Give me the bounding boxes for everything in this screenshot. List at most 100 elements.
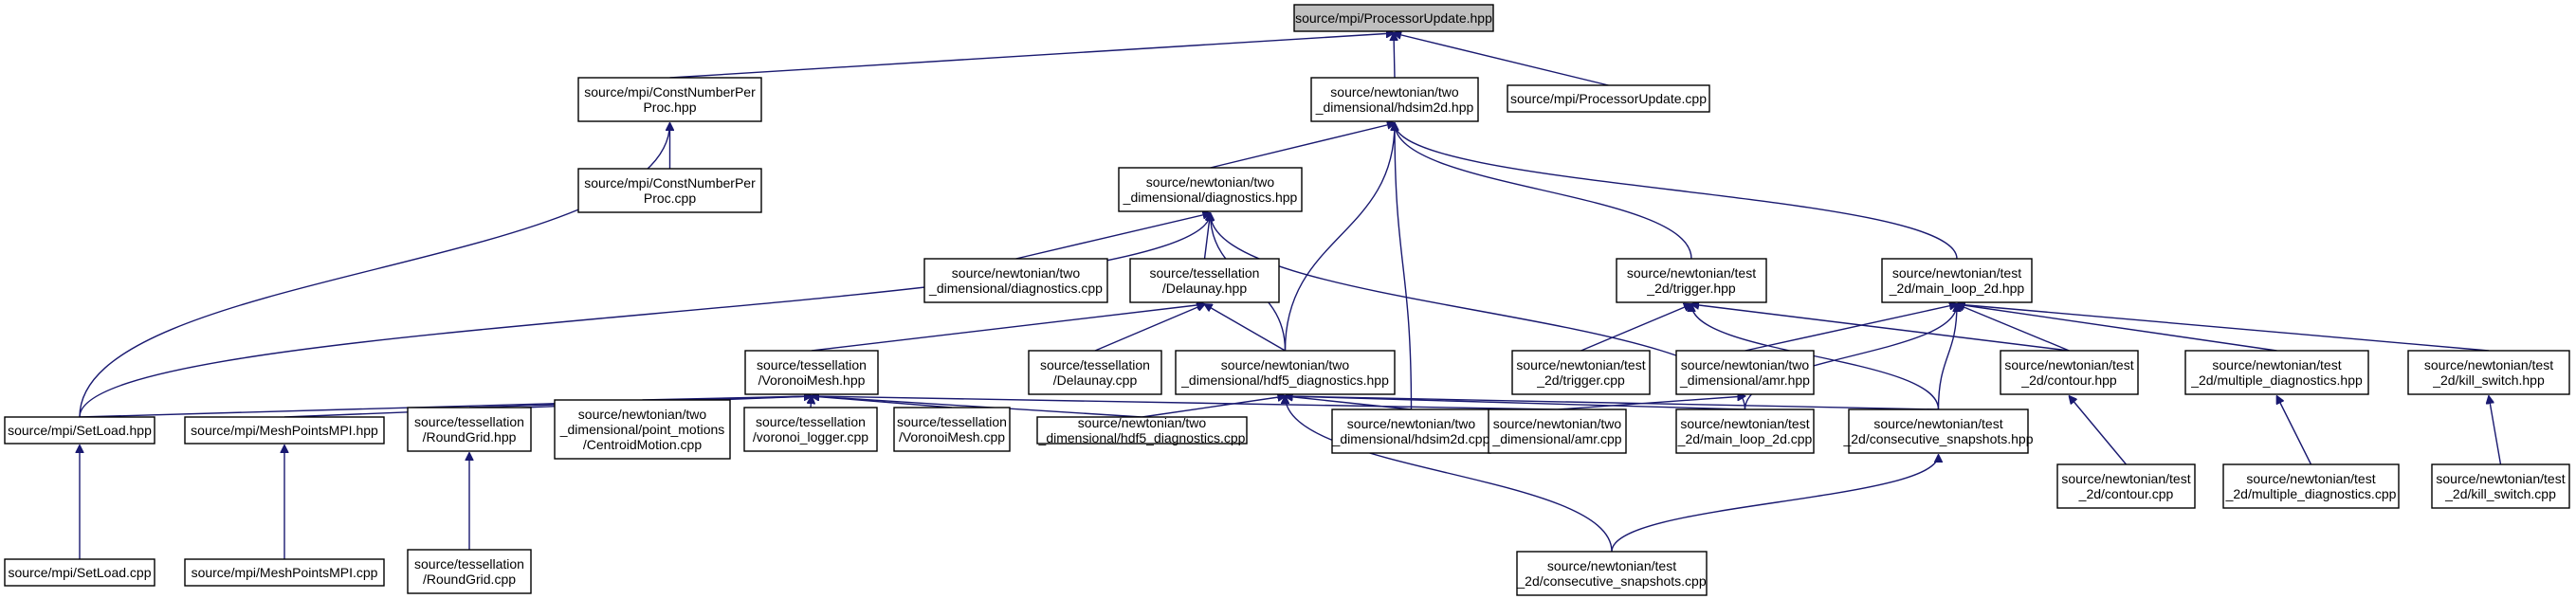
edge-n28-to-n12 (1286, 396, 1939, 410)
node-label-line: source/newtonian/test (2212, 357, 2341, 372)
node-source-mpi-processorupdate-hpp[interactable]: source/mpi/ProcessorUpdate.hpp (1293, 4, 1494, 32)
node-label-line: /RoundGrid.hpp (423, 429, 517, 445)
node-source-newtonian-test-2d-consecutive-snapshots-hpp[interactable]: source/newtonian/test_2d/consecutive_sna… (1842, 408, 2034, 454)
node-label-line: source/newtonian/two (1221, 357, 1350, 372)
node-label-line: _2d/contour.hpp (2020, 372, 2117, 388)
node-label-line: _dimensional/point_motions (559, 422, 725, 437)
node-label-line: source/mpi/SetLoad.cpp (9, 565, 152, 580)
node-label-line: source/newtonian/test (2061, 471, 2190, 486)
node-label-line: _dimensional/diagnostics.cpp (928, 281, 1103, 296)
node-source-newtonian-two-dimensional-diagnostics-hpp[interactable]: source/newtonian/two_dimensional/diagnos… (1118, 167, 1303, 212)
node-source-newtonian-test-2d-trigger-hpp[interactable]: source/newtonian/test_2d/trigger.hpp (1616, 258, 1767, 303)
node-source-newtonian-two-dimensional-diagnostics-cpp[interactable]: source/newtonian/two_dimensional/diagnos… (923, 258, 1108, 303)
node-source-tessellation-delaunay-hpp[interactable]: source/tessellation/Delaunay.hpp (1129, 258, 1280, 303)
node-source-mpi-setload-cpp[interactable]: source/mpi/SetLoad.cpp (4, 558, 155, 587)
edge-n12-to-n7 (1205, 304, 1286, 352)
node-box (2184, 350, 2369, 395)
node-box (2222, 463, 2400, 509)
edge-n35-to-n28 (1611, 455, 1939, 553)
node-source-newtonian-two-dimensional-hdf5-diagnostics-hpp[interactable]: source/newtonian/two_dimensional/hdf5_di… (1175, 350, 1396, 395)
node-label-line: Proc.cpp (644, 191, 696, 206)
node-source-newtonian-test-2d-multiple-diagnostics-hpp[interactable]: source/newtonian/test_2d/multiple_diagno… (2184, 350, 2369, 395)
node-label-line: _2d/main_loop_2d.cpp (1677, 431, 1813, 446)
edge-n31-to-n17 (2489, 396, 2502, 465)
node-source-newtonian-test-2d-main-loop-2d-cpp[interactable]: source/newtonian/test_2d/main_loop_2d.cp… (1675, 408, 1815, 454)
node-label-line: /VoronoiMesh.cpp (899, 429, 1005, 445)
edge-n25-to-n2 (1395, 123, 1413, 410)
node-source-newtonian-test-2d-contour-hpp[interactable]: source/newtonian/test_2d/contour.hpp (2000, 350, 2139, 395)
node-label-line: source/newtonian/two (1347, 416, 1476, 431)
node-source-newtonian-two-dimensional-hdsim2d-hpp[interactable]: source/newtonian/two_dimensional/hdsim2d… (1310, 77, 1479, 122)
node-label-line: source/tessellation (757, 357, 867, 372)
node-source-newtonian-test-2d-kill-switch-hpp[interactable]: source/newtonian/test_2d/kill_switch.hpp (2407, 350, 2570, 395)
node-label-line: source/newtonian/test (1627, 265, 1756, 281)
node-box (4, 416, 155, 445)
node-box (554, 399, 731, 460)
node-label-line: _2d/kill_switch.cpp (2444, 486, 2556, 501)
node-label-line: source/mpi/MeshPointsMPI.hpp (191, 423, 378, 438)
node-box (407, 407, 532, 452)
node-source-newtonian-test-2d-kill-switch-cpp[interactable]: source/newtonian/test_2d/kill_switch.cpp (2431, 463, 2570, 509)
node-box (1310, 77, 1479, 122)
node-source-tessellation-delaunay-cpp[interactable]: source/tessellation/Delaunay.cpp (1028, 350, 1162, 395)
node-source-newtonian-two-dimensional-hdf5-diagnostics-cpp[interactable]: source/newtonian/two_dimensional/hdf5_di… (1036, 415, 1248, 445)
edge-n8-to-n2 (1395, 123, 1692, 260)
node-source-newtonian-test-2d-contour-cpp[interactable]: source/newtonian/test_2d/contour.cpp (2056, 463, 2196, 509)
node-box (893, 407, 1011, 452)
node-source-mpi-meshpointsmpi-hpp[interactable]: source/mpi/MeshPointsMPI.hpp (184, 416, 385, 445)
node-box (184, 416, 385, 445)
node-label-line: /voronoi_logger.cpp (753, 429, 868, 445)
node-source-newtonian-two-dimensional-amr-hpp[interactable]: source/newtonian/two_dimensional/amr.hpp (1675, 350, 1815, 395)
node-source-newtonian-two-dimensional-point-motions-centroidmotion-cpp[interactable]: source/newtonian/two_dimensional/point_m… (554, 399, 731, 460)
node-label-line: _dimensional/hdsim2d.cpp (1332, 431, 1490, 446)
node-label-line: source/newtonian/two (1330, 84, 1459, 100)
node-label-line: source/newtonian/two (1493, 416, 1622, 431)
node-label-line: source/mpi/ConstNumberPer (584, 84, 756, 100)
node-source-tessellation-roundgrid-cpp[interactable]: source/tessellation/RoundGrid.cpp (407, 549, 532, 594)
node-source-newtonian-two-dimensional-hdsim2d-cpp[interactable]: source/newtonian/two_dimensional/hdsim2d… (1331, 408, 1491, 454)
edge-n2-to-n0 (1394, 33, 1395, 79)
node-label-line: _2d/multiple_diagnostics.hpp (2190, 372, 2363, 388)
node-label-line: source/tessellation (1150, 265, 1260, 281)
node-source-tessellation-voronoi-logger-cpp[interactable]: source/tessellation/voronoi_logger.cpp (743, 407, 878, 452)
node-source-mpi-meshpointsmpi-cpp[interactable]: source/mpi/MeshPointsMPI.cpp (184, 558, 385, 587)
edge-n18-to-n5 (79, 213, 1211, 418)
node-label-line: _2d/consecutive_snapshots.cpp (1516, 573, 1706, 589)
node-label-line: source/newtonian/test (2004, 357, 2133, 372)
node-box (577, 168, 762, 213)
node-label-line: Proc.hpp (643, 100, 696, 115)
node-source-mpi-setload-hpp[interactable]: source/mpi/SetLoad.hpp (4, 416, 155, 445)
node-label-line: source/newtonian/test (2436, 471, 2565, 486)
node-label-line: _dimensional/amr.hpp (1679, 372, 1810, 388)
node-box (407, 549, 532, 594)
edge-n26-to-n10 (812, 396, 1558, 410)
node-label-line: source/tessellation (756, 414, 866, 429)
node-source-newtonian-test-2d-main-loop-2d-hpp[interactable]: source/newtonian/test_2d/main_loop_2d.hp… (1881, 258, 2033, 303)
node-box (1516, 551, 1708, 596)
node-box (2431, 463, 2570, 509)
node-label-line: _2d/trigger.hpp (1646, 281, 1736, 296)
node-label-line: source/newtonian/two (1078, 415, 1207, 430)
node-label-line: _2d/multiple_diagnostics.cpp (2225, 486, 2397, 501)
node-label-line: source/newtonian/test (1892, 265, 2021, 281)
node-source-newtonian-test-2d-multiple-diagnostics-cpp[interactable]: source/newtonian/test_2d/multiple_diagno… (2222, 463, 2400, 509)
node-label-line: source/mpi/ProcessorUpdate.hpp (1295, 10, 1492, 26)
edge-n24-to-n12 (1142, 396, 1286, 418)
edge-n9-to-n2 (1395, 123, 1958, 260)
node-box (1848, 408, 2029, 454)
node-source-tessellation-voronoimesh-hpp[interactable]: source/tessellation/VoronoiMesh.hpp (744, 350, 879, 395)
node-source-newtonian-two-dimensional-amr-cpp[interactable]: source/newtonian/two_dimensional/amr.cpp (1488, 408, 1627, 454)
edge-n16-to-n9 (1957, 304, 2277, 352)
edge-n1-to-n0 (669, 33, 1395, 79)
node-label-line: _2d/kill_switch.hpp (2432, 372, 2545, 388)
node-source-newtonian-test-2d-consecutive-snapshots-cpp[interactable]: source/newtonian/test_2d/consecutive_sna… (1516, 551, 1708, 596)
edge-n28-to-n9 (1937, 304, 1958, 410)
node-label-line: _dimensional/hdf5_diagnostics.hpp (1180, 372, 1389, 388)
node-source-tessellation-voronoimesh-cpp[interactable]: source/tessellation/VoronoiMesh.cpp (893, 407, 1011, 452)
node-source-tessellation-roundgrid-hpp[interactable]: source/tessellation/RoundGrid.hpp (407, 407, 532, 452)
node-source-newtonian-test-2d-trigger-cpp[interactable]: source/newtonian/test_2d/trigger.cpp (1511, 350, 1651, 395)
edge-n18-to-n1 (79, 123, 670, 418)
node-source-mpi-processorupdate-cpp[interactable]: source/mpi/ProcessorUpdate.cpp (1507, 84, 1710, 113)
